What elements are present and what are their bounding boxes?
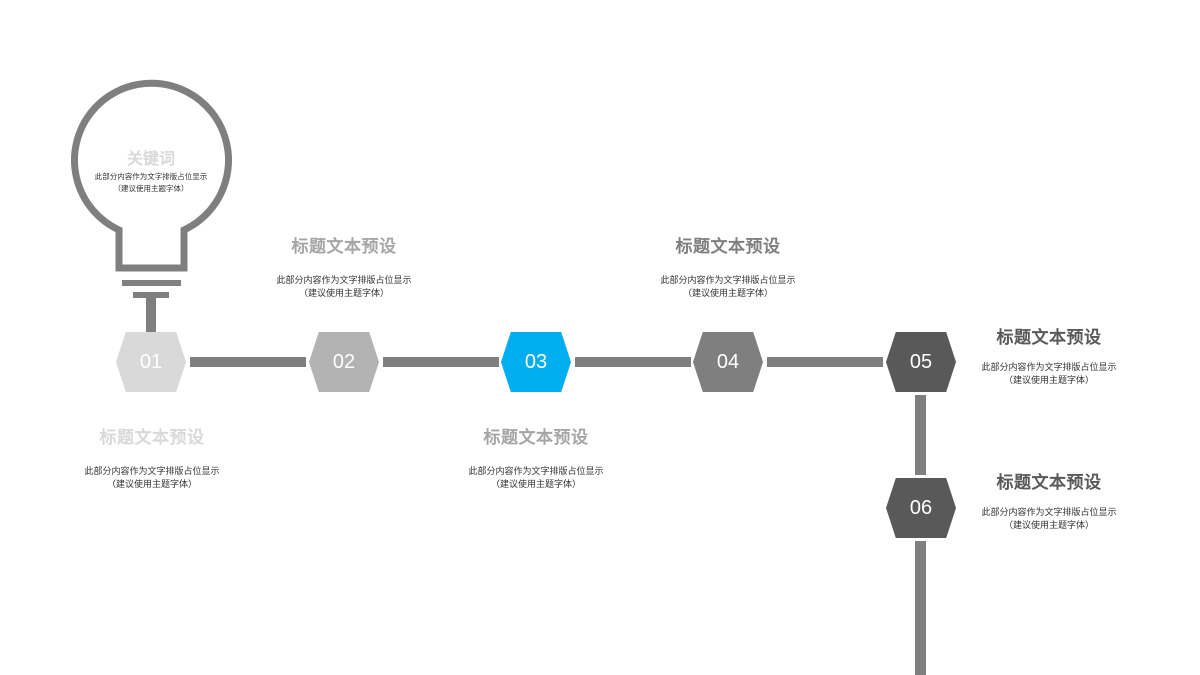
step-text-03: 标题文本预设 此部分内容作为文字排版占位显示 （建议使用主题字体） — [436, 423, 636, 492]
connector-05-06 — [915, 395, 926, 475]
connector-02-03 — [383, 357, 499, 367]
bulb-desc: 此部分内容作为文字排版占位显示 （建议使用主题字体） — [94, 172, 208, 193]
step-title: 标题文本预设 — [483, 428, 589, 448]
step-text-04: 标题文本预设 此部分内容作为文字排版占位显示 （建议使用主题字体） — [628, 232, 828, 301]
bulb-content: 关键词 此部分内容作为文字排版占位显示 （建议使用主题字体） — [71, 145, 231, 195]
step-title: 标题文本预设 — [675, 237, 781, 257]
step-desc: 此部分内容作为文字排版占位显示 （建议使用主题字体） — [981, 508, 1117, 531]
bulb-base-bar — [122, 280, 181, 286]
step-text-01: 标题文本预设 此部分内容作为文字排版占位显示 （建议使用主题字体） — [52, 423, 252, 492]
bulb-stem — [146, 298, 156, 332]
lightbulb-icon — [71, 79, 232, 272]
step-hex-04: 04 — [693, 332, 763, 392]
bulb-base-cap — [133, 292, 169, 298]
connector-04-05 — [767, 357, 883, 367]
step-title: 标题文本预设 — [99, 428, 205, 448]
step-text-02: 标题文本预设 此部分内容作为文字排版占位显示 （建议使用主题字体） — [244, 232, 444, 301]
step-hex-06: 06 — [886, 478, 956, 538]
connector-06-down — [915, 541, 926, 675]
step-hex-03: 03 — [501, 332, 571, 392]
step-desc: 此部分内容作为文字排版占位显示 （建议使用主题字体） — [981, 363, 1117, 386]
step-title: 标题文本预设 — [291, 237, 397, 257]
step-text-05: 标题文本预设 此部分内容作为文字排版占位显示 （建议使用主题字体） — [949, 323, 1149, 388]
step-title: 标题文本预设 — [996, 328, 1102, 348]
step-hex-02: 02 — [309, 332, 379, 392]
step-text-06: 标题文本预设 此部分内容作为文字排版占位显示 （建议使用主题字体） — [949, 468, 1149, 533]
bulb-keyword: 关键词 — [126, 149, 175, 168]
step-desc: 此部分内容作为文字排版占位显示 （建议使用主题字体） — [660, 276, 796, 299]
step-hex-01: 01 — [116, 332, 186, 392]
step-desc: 此部分内容作为文字排版占位显示 （建议使用主题字体） — [468, 467, 604, 490]
step-hex-05: 05 — [886, 332, 956, 392]
connector-01-02 — [190, 357, 306, 367]
step-desc: 此部分内容作为文字排版占位显示 （建议使用主题字体） — [276, 276, 412, 299]
connector-03-04 — [575, 357, 691, 367]
step-title: 标题文本预设 — [996, 473, 1102, 493]
step-desc: 此部分内容作为文字排版占位显示 （建议使用主题字体） — [84, 467, 220, 490]
